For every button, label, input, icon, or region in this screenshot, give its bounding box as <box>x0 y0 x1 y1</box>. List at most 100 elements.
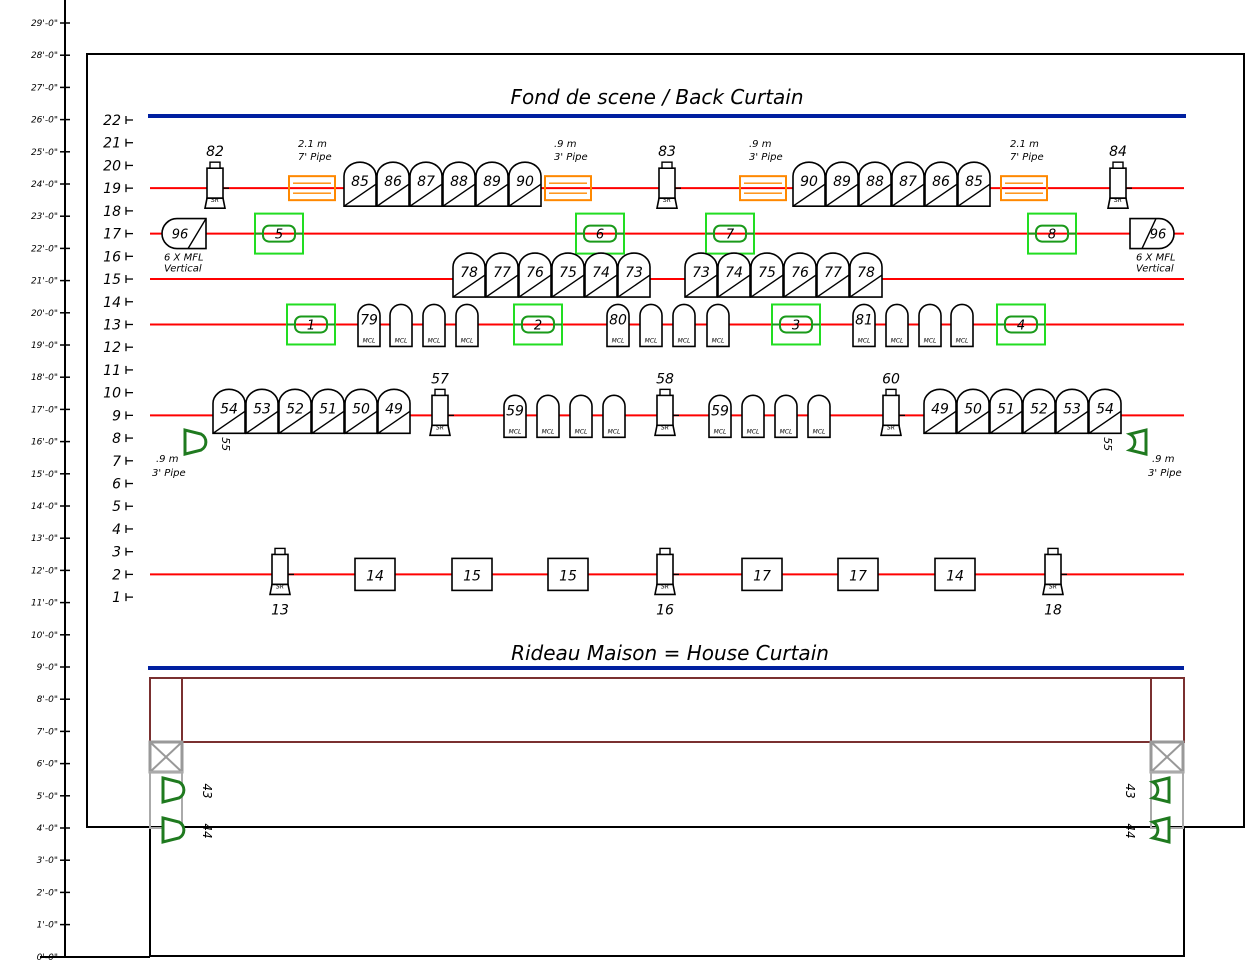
mcl-unit: MCL <box>569 394 593 439</box>
par-can: 87 <box>409 161 443 207</box>
profile-lens <box>1047 547 1059 556</box>
fixture-number: 52 <box>1030 401 1048 417</box>
mcl-unit: MCL <box>672 303 696 348</box>
fixture-number: 57 <box>431 371 449 387</box>
par-body <box>518 252 552 298</box>
par-diag <box>825 183 859 207</box>
par-diag <box>684 274 718 298</box>
mfl-orientation: Vertical <box>1136 264 1174 275</box>
ruler-label: 9'-0" <box>37 663 58 673</box>
flood-box: 14 <box>934 557 976 592</box>
flood-box: 15 <box>547 557 589 592</box>
mcl-body <box>774 394 798 439</box>
line-set-label: 4 <box>112 522 121 538</box>
ruler-label: 11'-0" <box>31 599 58 609</box>
fixture-number: 84 <box>1109 144 1127 160</box>
fixture-number: 51 <box>319 401 337 417</box>
fixture-number: 77 <box>493 265 511 281</box>
pipe-lamp: 2.1 m7' Pipe <box>288 139 336 202</box>
line-set-label: 22 <box>103 113 121 129</box>
fixture-number: 86 <box>384 174 402 190</box>
ruler-label: 1'-0" <box>37 921 58 931</box>
line-set-label: 17 <box>103 227 121 243</box>
pipe-size-imperial: 7' Pipe <box>298 152 332 163</box>
led-unit: 8 <box>1027 212 1077 255</box>
led-unit: 1 <box>286 303 336 346</box>
fixture-number: 59 <box>506 403 524 419</box>
led-unit: 3 <box>771 303 821 346</box>
par-body <box>783 252 817 298</box>
mcl-body <box>569 394 593 439</box>
boom-number: 44 <box>200 823 214 838</box>
fixture-number: 18 <box>1044 602 1062 618</box>
flood-body <box>354 557 396 592</box>
sr-tag: SR <box>661 583 669 590</box>
ruler-label: 18'-0" <box>31 373 58 383</box>
stage-frame <box>86 53 1245 957</box>
fixture-number: 76 <box>791 265 809 281</box>
sr-tag: SR <box>276 583 284 590</box>
profile-barrel <box>431 394 449 427</box>
line-set-label: 16 <box>103 249 121 265</box>
fixture-number: 85 <box>965 174 983 190</box>
profile-base <box>269 583 291 596</box>
profile-base <box>656 197 678 209</box>
ruler-label: 7'-0" <box>37 727 58 737</box>
par-body <box>989 388 1023 435</box>
boom-pipe-imperial: 3' Pipe <box>1148 468 1182 479</box>
deck-crate-cross <box>1150 741 1184 773</box>
line-set-label: 7 <box>112 454 121 470</box>
deck-crate-cross <box>149 741 183 773</box>
par-body <box>957 161 991 207</box>
par-diag <box>956 410 990 434</box>
boom-number: 43 <box>200 783 214 798</box>
fixture-number: 8 <box>1048 228 1056 243</box>
flood-body <box>934 557 976 592</box>
mcl-tag: MCL <box>428 337 441 344</box>
fixture-number: 74 <box>592 265 610 281</box>
boom-body <box>161 816 186 844</box>
profile-barrel <box>206 167 224 199</box>
par-can: 77 <box>816 252 850 298</box>
mcl-unit: MCL <box>422 303 446 348</box>
fixture-number: 90 <box>800 174 818 190</box>
profile-lens <box>659 547 671 556</box>
line-set-label: 18 <box>103 204 121 220</box>
fixture-number: 58 <box>656 371 674 387</box>
par-can: 74 <box>717 252 751 298</box>
par-can: 52 <box>1022 388 1056 435</box>
mfl-count: 6 X MFL <box>164 253 204 264</box>
mcl-tag: MCL <box>461 337 474 344</box>
mcl-body <box>422 303 446 348</box>
par-diag <box>783 274 817 298</box>
mfl-diag <box>187 218 207 249</box>
par-diag <box>311 410 345 434</box>
boom-body <box>161 776 186 804</box>
par-body <box>311 388 345 435</box>
mcl-unit: MCL <box>885 303 909 348</box>
fixture-number: 49 <box>385 401 403 417</box>
fixture-number: 59 <box>711 403 729 419</box>
par-can: 90 <box>792 161 826 207</box>
fixture-number: 86 <box>932 174 950 190</box>
flood-box: 14 <box>354 557 396 592</box>
mcl-body <box>455 303 479 348</box>
mfl-orientation: Vertical <box>164 264 202 275</box>
fixture-number: 53 <box>253 401 271 417</box>
line-set-label: 1 <box>112 590 121 606</box>
par-diag <box>989 410 1023 434</box>
mcl-body <box>672 303 696 348</box>
fixture-number: 88 <box>450 174 468 190</box>
par-can: 85 <box>343 161 377 207</box>
par-diag <box>409 183 443 207</box>
par-can: 86 <box>924 161 958 207</box>
boom-body <box>1148 816 1171 844</box>
fixture-number: 49 <box>931 401 949 417</box>
sr-tag: SR <box>1049 583 1057 590</box>
